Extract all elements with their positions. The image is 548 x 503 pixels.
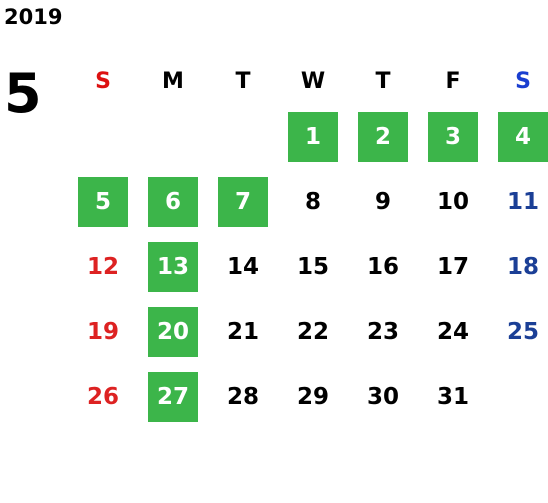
- calendar-day: 21: [226, 318, 259, 345]
- calendar-day: 18: [506, 253, 539, 280]
- calendar-day: 4: [498, 111, 548, 162]
- calendar-day: 31: [436, 383, 469, 410]
- calendar-day: 28: [226, 383, 259, 410]
- calendar-day-cell: 26: [68, 364, 138, 429]
- calendar-day: 7: [218, 176, 268, 227]
- weekday-header-sun: S: [95, 68, 111, 94]
- calendar-day-cell: 22: [278, 299, 348, 364]
- calendar-day-cell: 29: [278, 364, 348, 429]
- calendar-day: 14: [226, 253, 259, 280]
- calendar-day: 25: [506, 318, 539, 345]
- calendar-day: 16: [366, 253, 399, 280]
- calendar-day-cell: 23: [348, 299, 418, 364]
- calendar-day-cell: 18: [488, 234, 548, 299]
- calendar-day: 1: [288, 111, 338, 162]
- calendar-day: 2: [358, 111, 408, 162]
- calendar-day-cell: 3: [418, 104, 488, 169]
- calendar-empty-cell: [208, 104, 278, 169]
- calendar-day: 9: [374, 188, 391, 215]
- calendar-day-cell: 9: [348, 169, 418, 234]
- calendar-day-cell: 8: [278, 169, 348, 234]
- calendar-day: 12: [86, 253, 119, 280]
- calendar-day: 8: [304, 188, 321, 215]
- weekday-header-sat: S: [515, 68, 531, 94]
- weekday-header-mon: M: [162, 68, 184, 94]
- calendar-day: 13: [148, 241, 198, 292]
- calendar-day-cell: 21: [208, 299, 278, 364]
- calendar-day-cell: 24: [418, 299, 488, 364]
- calendar-day: 27: [148, 371, 198, 422]
- calendar-day-cell: 19: [68, 299, 138, 364]
- year-label: 2019: [4, 5, 63, 29]
- weekday-header-fri: F: [445, 68, 461, 94]
- calendar-day-cell: 16: [348, 234, 418, 299]
- calendar-day-cell: 20: [138, 299, 208, 364]
- calendar-day-cell: 5: [68, 169, 138, 234]
- calendar-day: 3: [428, 111, 478, 162]
- calendar-day-cell: 2: [348, 104, 418, 169]
- calendar-day-cell: 25: [488, 299, 548, 364]
- calendar-day: 20: [148, 306, 198, 357]
- weekday-header-thu: T: [375, 68, 391, 94]
- calendar-day: 23: [366, 318, 399, 345]
- weekday-header-wed: W: [300, 68, 326, 94]
- calendar-day: 11: [506, 188, 539, 215]
- calendar-day: 30: [366, 383, 399, 410]
- calendar-day-cell: 30: [348, 364, 418, 429]
- calendar-day: 10: [436, 188, 469, 215]
- calendar-day: 29: [296, 383, 329, 410]
- calendar-day-cell: 10: [418, 169, 488, 234]
- calendar-day: 24: [436, 318, 469, 345]
- calendar-day-cell: 17: [418, 234, 488, 299]
- calendar-day-cell: 15: [278, 234, 348, 299]
- calendar-day-cell: 31: [418, 364, 488, 429]
- calendar-day: 17: [436, 253, 469, 280]
- calendar-empty-cell: [138, 104, 208, 169]
- month-number: 5: [4, 62, 42, 125]
- calendar-day-cell: 6: [138, 169, 208, 234]
- calendar-day: 6: [148, 176, 198, 227]
- calendar-day: 15: [296, 253, 329, 280]
- calendar-day-cell: 27: [138, 364, 208, 429]
- calendar-day-cell: 11: [488, 169, 548, 234]
- weekday-header-tue: T: [235, 68, 251, 94]
- calendar-day: 5: [78, 176, 128, 227]
- calendar-day: 19: [86, 318, 119, 345]
- calendar-day-cell: 7: [208, 169, 278, 234]
- calendar-day-cell: 13: [138, 234, 208, 299]
- calendar-day-cell: 12: [68, 234, 138, 299]
- calendar-day-cell: 14: [208, 234, 278, 299]
- calendar-day-cell: 4: [488, 104, 548, 169]
- calendar-day: 26: [86, 383, 119, 410]
- calendar-day: 22: [296, 318, 329, 345]
- calendar-day-cell: 1: [278, 104, 348, 169]
- calendar-empty-cell: [68, 104, 138, 169]
- calendar-day-cell: 28: [208, 364, 278, 429]
